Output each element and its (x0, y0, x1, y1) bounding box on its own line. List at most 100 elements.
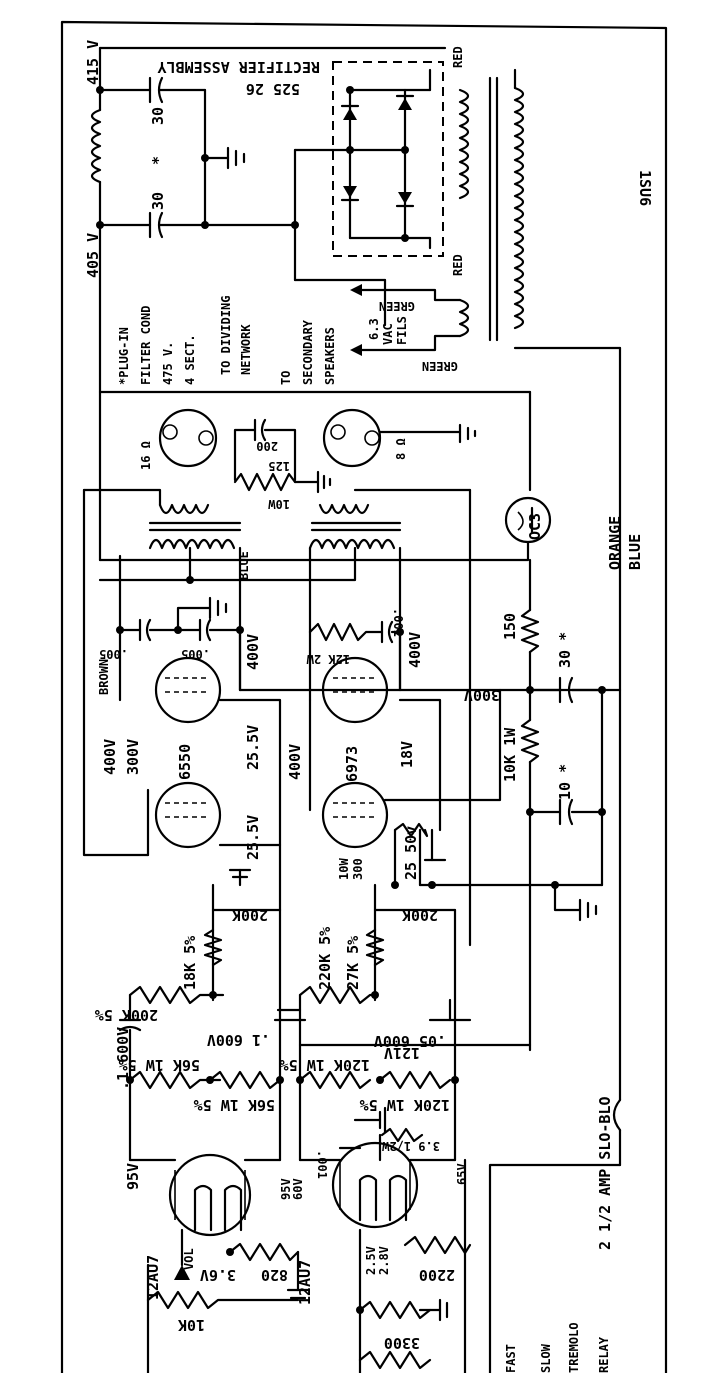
res-18k: 18K 5% (181, 936, 199, 990)
cap-001-label: .001 (391, 608, 405, 637)
rectifier-title: RECTIFIER ASSEMBLY (157, 58, 320, 76)
cap-05-600v: .05 600V (374, 1032, 446, 1050)
spk8-label: 8 Ω (394, 438, 408, 460)
cap-10-star: 10 * (556, 764, 574, 800)
phase-inverter-section (118, 883, 532, 1162)
voltage-18: 18V (398, 741, 416, 768)
output-transformer-2 (308, 538, 396, 550)
filter-note-2: FILTER COND (139, 306, 153, 385)
voltage-300b: 300V (124, 739, 142, 775)
cap-200-label: 200 (256, 439, 278, 453)
voltage-95a: 95V (124, 1163, 142, 1190)
voltage-25: 2.5V (364, 1246, 378, 1275)
filter-note-4: 4 SECT. (183, 334, 197, 385)
cathode-section (228, 822, 447, 889)
cap-30-star: 30 * (556, 632, 574, 668)
res-300-label: 300 (351, 858, 365, 880)
voltage-300: 300V (464, 686, 500, 704)
cap-005-a: .005 (99, 647, 128, 661)
res-27k: 27K 5% (344, 936, 362, 990)
voltage-400c: 400V (101, 739, 119, 775)
res-3300: 3300 (384, 1334, 420, 1352)
fils-label-2: VAC (381, 323, 395, 345)
tube-12au7-a-label: 12AU7 (144, 1255, 162, 1300)
legend-tremolo: TREMOLO (567, 1322, 581, 1373)
lead-red-bottom: RED (451, 254, 465, 276)
tube-oc3-label: OC3 (526, 513, 544, 540)
res-150: 150 (501, 613, 519, 640)
res-10w-cathode: 10W (337, 858, 351, 880)
blue-label: BLUE (626, 534, 644, 570)
speaker-16-ohm (158, 408, 218, 468)
preamp-section (128, 1098, 622, 1373)
cap-1-600v-b: .1 600V (207, 1031, 270, 1049)
tube-6973-label: 6973 (343, 746, 361, 782)
power-tube-section (116, 596, 622, 912)
voltage-255b: 25.5V (244, 815, 262, 860)
speaker-8-ohm (322, 408, 382, 468)
voltage-405: 405 V (84, 233, 102, 278)
cap-25-50v: 25 50v (402, 826, 420, 880)
res-120k-a: 120K 1W 5% (280, 1056, 370, 1074)
output-section (82, 390, 552, 947)
res-56k-b: 56K 1W 5% (194, 1096, 275, 1114)
page-border (60, 20, 668, 1373)
legend-slow: SLOW (539, 1343, 553, 1373)
cap-1-600v-a: .1 600V (114, 1027, 132, 1090)
res-120k-b: 120K 1W 5% (360, 1096, 450, 1114)
lead-red-top: RED (451, 46, 465, 68)
spk16-label: 16 Ω (139, 441, 153, 470)
choke-coil (90, 108, 102, 184)
secondary-label-3: SPEAKERS (323, 327, 337, 385)
labels: RECTIFIER ASSEMBLY 525 26 RED RED 415 V … (84, 40, 654, 1373)
voltage-95b: 95V (279, 1178, 293, 1200)
res-200k-5: 200K 5% (95, 1006, 158, 1024)
cap-001-preamp: .001 (315, 1150, 329, 1179)
voltage-255a: 25.5V (244, 725, 262, 770)
secondary-label-1: TO (279, 371, 293, 385)
tube-6550-label: 6550 (176, 744, 194, 780)
hv-secondary-coil (458, 88, 470, 200)
network-label-2: NETWORK (239, 324, 253, 375)
voltage-65: 65V (455, 1163, 469, 1185)
filament-coil (458, 298, 470, 338)
res-39: 3.9 1/2W (381, 1139, 440, 1153)
brown-lead-label: BROWN (97, 659, 111, 695)
blue-lead-label: BLUE (237, 551, 251, 580)
pot-10k: 10K (178, 1316, 205, 1334)
voltage-415: 415 V (84, 40, 102, 85)
power-supply-section (90, 46, 622, 1102)
filter-note-1: *PLUG-IN (117, 327, 131, 385)
tube-12au7-b-label: 12AU7 (296, 1260, 314, 1305)
res-12k-2w: 12K 2W (306, 652, 350, 666)
transformer-name: 1SU6 (636, 170, 654, 206)
voltage-28: 2.8V (377, 1246, 391, 1275)
fils-label-3: FILS (395, 316, 409, 345)
res-200k-b: 200K (402, 906, 438, 924)
res-10w-label: 10W (268, 497, 290, 511)
voltage-121: 121V (384, 1044, 420, 1062)
secondary-label-2: SECONDARY (301, 319, 315, 385)
voltage-60: 60V (291, 1178, 305, 1200)
res-125-label: 125 (268, 459, 290, 473)
res-2200: 2200 (419, 1266, 455, 1284)
res-56k-a: 56K 1W 5% (119, 1056, 200, 1074)
primary-coil (513, 86, 525, 330)
tube-6550-b (154, 781, 222, 849)
filter-cap-1: 30 (149, 107, 167, 125)
cap-005-b: .005 (181, 647, 210, 661)
voltage-400-6973: 400V (286, 744, 304, 780)
green-lead-2: GREEN (422, 359, 458, 373)
res-10k-1w: 10K 1W (501, 727, 519, 782)
res-200k-a: 200K (232, 906, 268, 924)
output-transformer-1 (148, 538, 236, 550)
filter-note-3: 475 V. (161, 342, 175, 385)
tube-6973-b (321, 781, 389, 849)
res-820: 820 (261, 1266, 288, 1284)
tube-6550-a (154, 656, 222, 724)
rectifier-assembly-box (332, 61, 444, 257)
voltage-36: 3.6V (200, 1266, 236, 1284)
network-label-1: TO DIVIDING (219, 296, 233, 375)
voltage-400b: 400V (406, 632, 424, 668)
